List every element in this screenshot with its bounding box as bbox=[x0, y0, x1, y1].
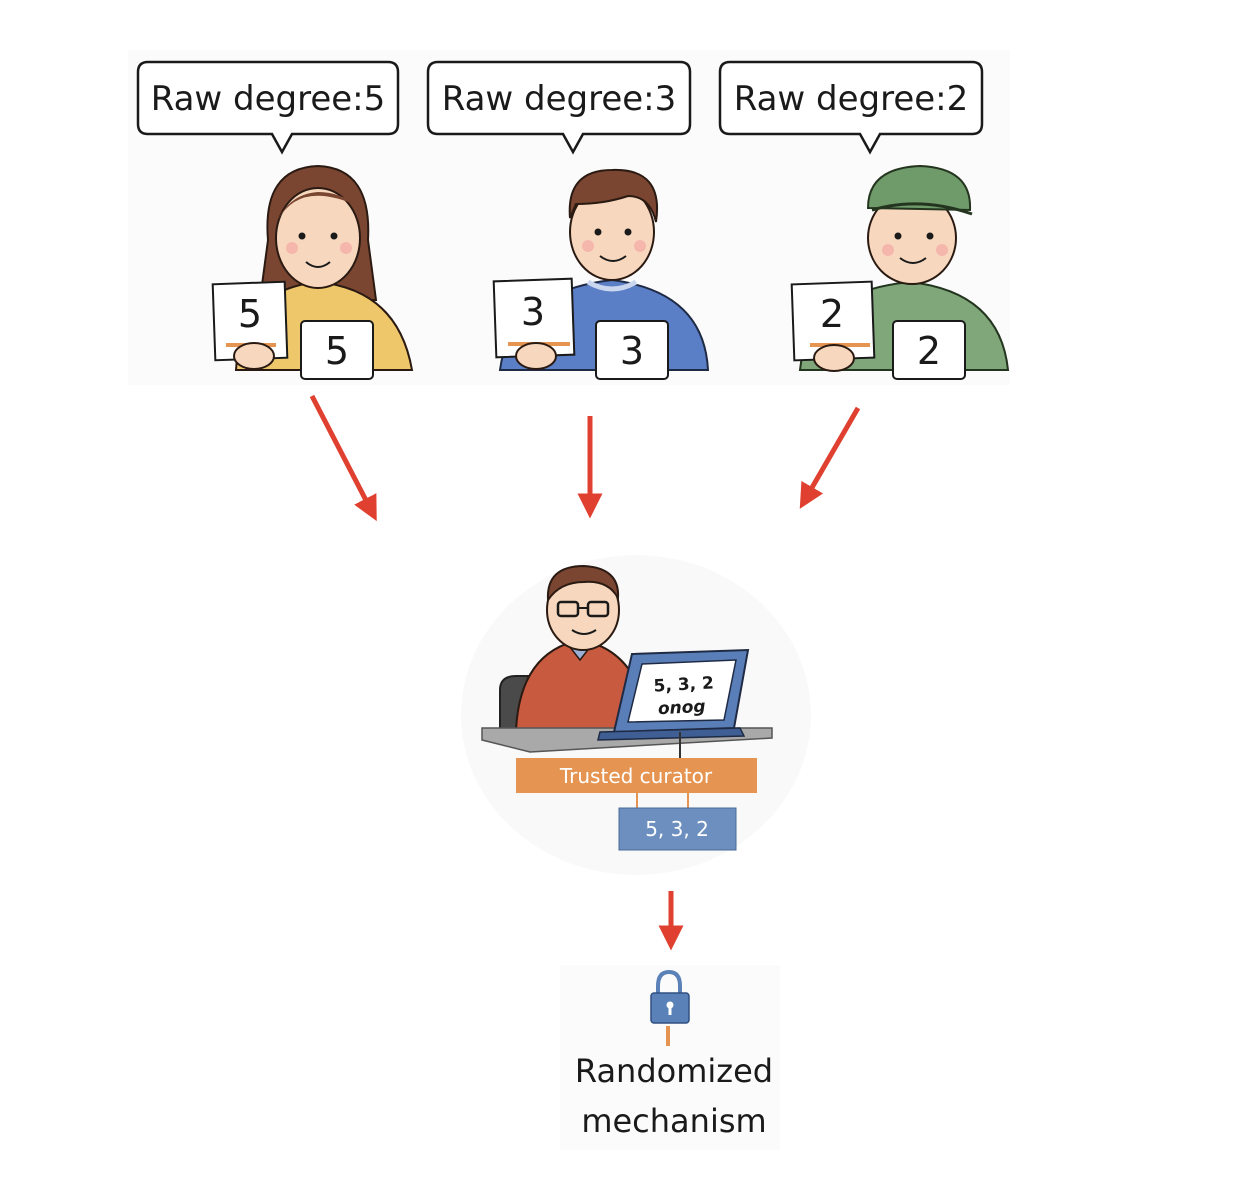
trusted-curator-label: Trusted curator bbox=[559, 764, 713, 788]
curator-output-box: 5, 3, 2 bbox=[618, 807, 737, 851]
participant-1: Raw degree:5 5 5 bbox=[136, 60, 414, 380]
laptop-screen-line-2: onog bbox=[657, 697, 706, 719]
card-back-text-3: 2 bbox=[917, 329, 941, 373]
randomized-mechanism: Randomized mechanism bbox=[575, 969, 773, 1140]
card-back-1: 5 bbox=[300, 320, 374, 380]
card-back-text-2: 3 bbox=[620, 329, 644, 373]
card-front-text-1: 5 bbox=[238, 292, 262, 336]
laptop: 5, 3, 2 onog bbox=[597, 648, 750, 741]
mechanism-label-line-2: mechanism bbox=[581, 1102, 766, 1140]
curator-person bbox=[514, 564, 652, 731]
card-front-2: 3 bbox=[492, 277, 576, 370]
arrow-participant-1 bbox=[309, 394, 377, 522]
card-back-2: 3 bbox=[595, 320, 669, 380]
lock-icon bbox=[650, 969, 690, 1024]
speech-bubble-2: Raw degree:3 bbox=[426, 60, 692, 155]
card-back-text-1: 5 bbox=[325, 329, 349, 373]
card-front-text-3: 2 bbox=[820, 292, 844, 336]
card-back-3: 2 bbox=[892, 320, 966, 380]
card-front-text-2: 3 bbox=[521, 290, 545, 334]
laptop-screen-line-1: 5, 3, 2 bbox=[653, 673, 714, 696]
card-front-3: 2 bbox=[790, 280, 876, 372]
bubble-text-3: Raw degree:2 bbox=[734, 79, 969, 119]
bubble-text-1: Raw degree:5 bbox=[151, 79, 386, 119]
speech-bubble-3: Raw degree:2 bbox=[718, 60, 984, 155]
participant-3: Raw degree:2 2 2 bbox=[718, 60, 1010, 380]
mechanism-label-line-1: Randomized bbox=[575, 1052, 773, 1090]
trusted-curator-bar: Trusted curator bbox=[516, 758, 757, 793]
speech-bubble-1: Raw degree:5 bbox=[136, 60, 400, 155]
card-front-1: 5 bbox=[211, 280, 289, 370]
curator-output-text: 5, 3, 2 bbox=[645, 817, 709, 841]
bubble-text-2: Raw degree:3 bbox=[442, 79, 677, 119]
arrow-participant-3 bbox=[799, 406, 861, 509]
participant-2: Raw degree:3 3 3 bbox=[426, 60, 710, 380]
curator: 5, 3, 2 onog Trusted curator 5, 3, 2 bbox=[481, 564, 773, 851]
